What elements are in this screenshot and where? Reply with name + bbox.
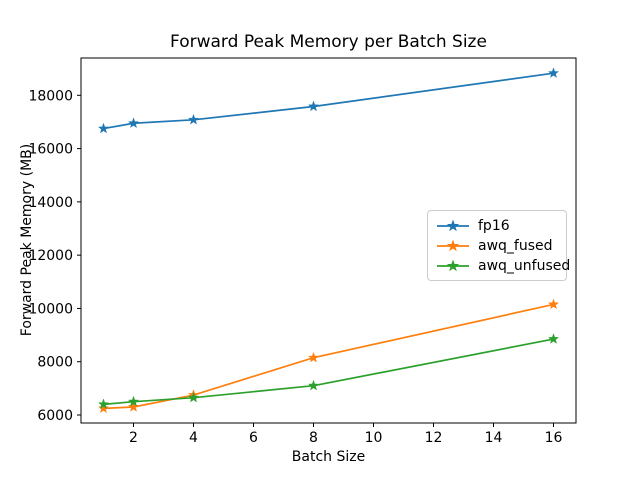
data-point-marker-awq_unfused [127,395,140,407]
data-point-marker-awq_fused [127,401,140,412]
y-tick-label: 16000 [28,142,73,158]
legend-item-fp16: fp16 [436,216,558,235]
x-tick-label: 6 [249,430,258,446]
data-point-marker-awq_fused [547,298,560,310]
y-tick-label: 8000 [37,355,73,371]
plot-border [80,57,577,424]
data-point-marker-fp16 [97,122,110,134]
data-point-marker-awq_fused [97,402,110,414]
series-line-awq_fused [102,303,555,410]
x-tick-label: 10 [365,430,383,446]
data-point-marker-fp16 [547,67,560,79]
y-tick-label: 6000 [37,408,73,424]
x-tick-label: 12 [425,430,443,446]
data-point-marker-fp16 [127,117,140,129]
legend-label: fp16 [478,217,510,234]
legend: fp16 awq_fused awq_unfused [427,210,570,281]
series-line-awq_unfused [102,338,555,406]
x-tick-label: 16 [545,430,563,446]
x-tick-label: 14 [485,430,503,446]
legend-line-star-icon [437,218,469,231]
data-point-marker-awq_unfused [307,379,320,391]
y-tick-label: 14000 [28,195,73,211]
x-tick-label: 2 [129,430,138,446]
legend-line-star-icon [437,238,469,251]
y-tick-label: 18000 [28,88,73,104]
data-point-marker-awq_unfused [97,398,110,410]
legend-item-awq-unfused: awq_unfused [436,256,570,275]
x-tick-label: 4 [189,430,198,446]
x-axis-label: Batch Size [291,449,366,465]
y-tick-label: 10000 [28,301,73,317]
data-point-marker-awq_unfused [547,333,560,344]
y-tick-label: 12000 [28,248,73,264]
legend-label: awq_fused [478,237,553,254]
legend-label: awq_unfused [478,257,571,274]
data-point-marker-awq_fused [307,351,320,363]
chart-title: Forward Peak Memory per Batch Size [170,32,487,52]
data-point-marker-fp16 [307,100,320,112]
x-tick-label: 8 [309,430,318,446]
data-point-marker-fp16 [187,113,200,125]
series-line-fp16 [102,72,555,130]
legend-item-awq-fused: awq_fused [436,236,558,255]
data-point-marker-awq_unfused [187,391,200,403]
legend-line-star-icon [437,258,469,271]
y-axis-label: Forward Peak Memory (MB) [19,143,35,337]
